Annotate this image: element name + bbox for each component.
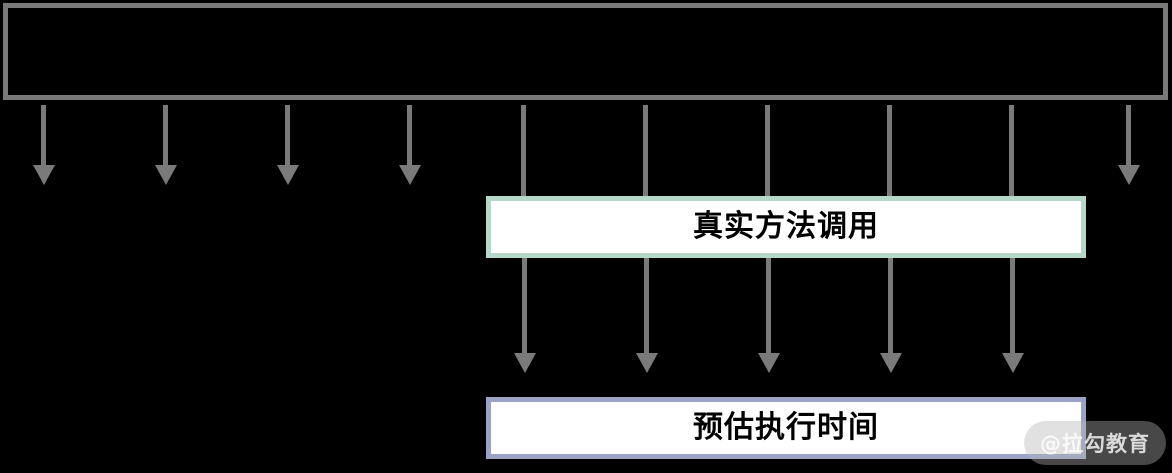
middle-connector-arrowhead-1 [514,353,536,373]
top-container-box [3,3,1168,100]
top-connector-arrowhead-1 [33,165,55,185]
top-connector-line-6 [643,105,648,196]
top-connector-line-8 [887,105,892,196]
top-connector-line-9 [1009,105,1014,196]
top-connector-line-3 [285,105,290,165]
top-connector-arrowhead-10 [1118,165,1140,185]
middle-connector-arrowhead-2 [636,353,658,373]
middle-connector-arrowhead-3 [758,353,780,373]
top-connector-line-1 [41,105,46,165]
middle-connector-line-4 [888,258,893,353]
top-connector-line-2 [163,105,168,165]
top-connector-arrowhead-3 [277,165,299,185]
estimated-execution-time-label: 预估执行时间 [693,410,879,445]
middle-connector-line-1 [522,258,527,353]
estimated-execution-time-box: 预估执行时间 [486,397,1086,459]
top-connector-line-4 [407,105,412,165]
real-method-call-box: 真实方法调用 [486,196,1086,258]
top-connector-line-5 [521,105,526,196]
middle-connector-arrowhead-4 [880,353,902,373]
middle-connector-line-3 [766,258,771,353]
real-method-call-label: 真实方法调用 [693,209,879,244]
top-connector-line-7 [765,105,770,196]
middle-connector-line-5 [1010,258,1015,353]
top-connector-arrowhead-4 [399,165,421,185]
top-connector-line-10 [1126,105,1131,165]
top-connector-arrowhead-2 [155,165,177,185]
middle-connector-line-2 [644,258,649,353]
middle-connector-arrowhead-5 [1002,353,1024,373]
